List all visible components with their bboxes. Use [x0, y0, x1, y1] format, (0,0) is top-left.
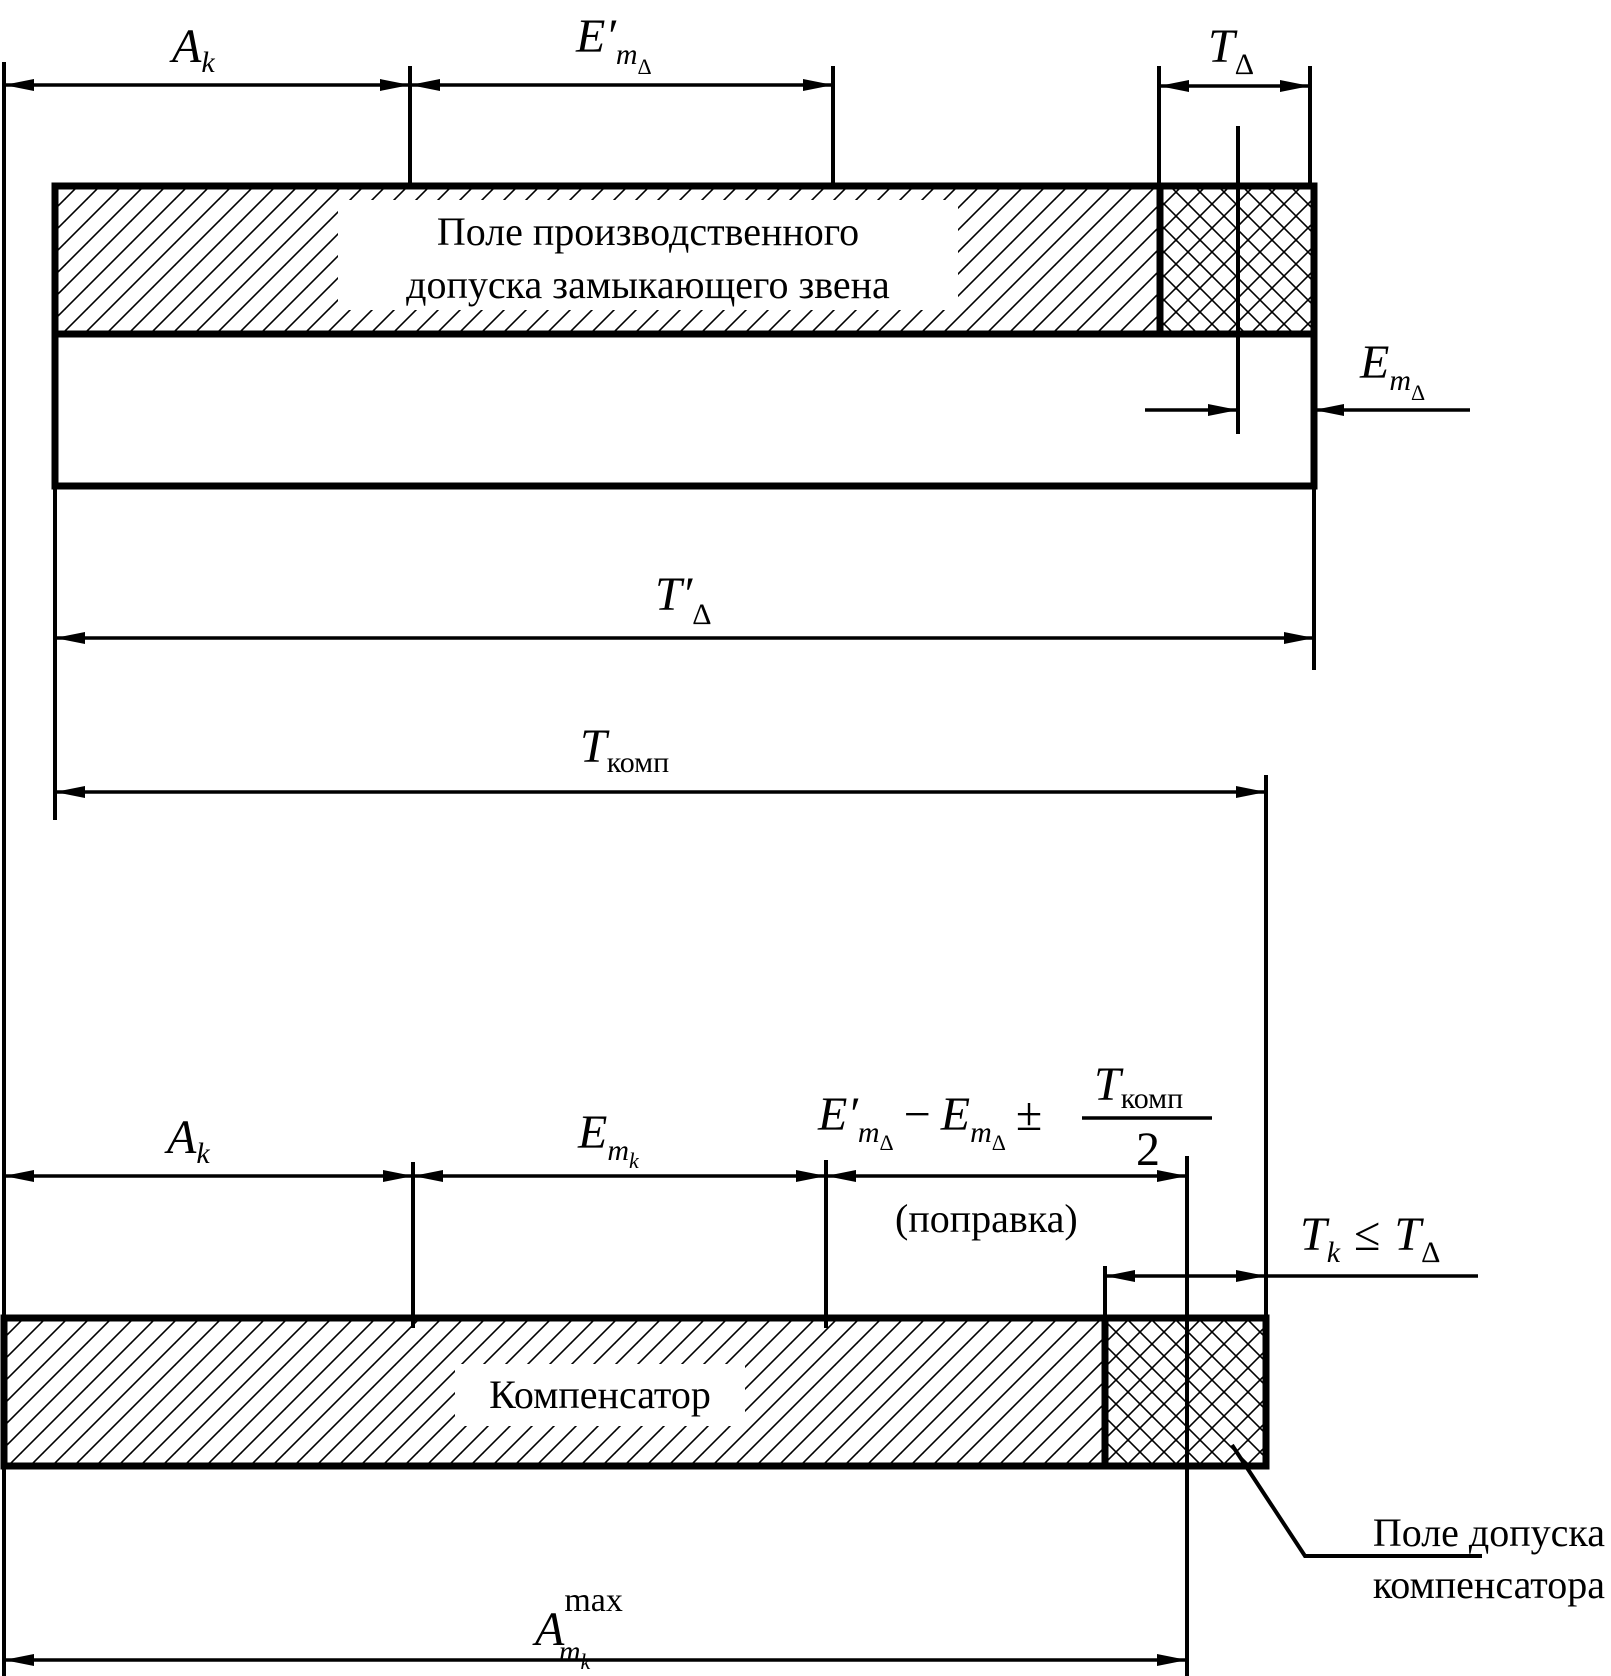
label-em-delta: EmΔ [1359, 336, 1425, 405]
closing-link-bar [51, 330, 1318, 490]
production-tolerance-bar [51, 182, 1318, 338]
label-correction-formula: E′mΔ−EmΔ± [817, 1088, 1042, 1155]
compensator-bar [0, 1314, 1270, 1470]
label-correction-frac-num: Tкомп [1094, 1058, 1183, 1115]
label-correction-frac-den: 2 [1136, 1123, 1160, 1176]
production-field-line1: Поле производственного [437, 209, 859, 254]
production-field-line2: допуска замыкающего звена [406, 262, 890, 307]
comp-tolerance-line2: компенсатора [1373, 1562, 1605, 1607]
label-em-delta-prime: E′mΔ [575, 10, 652, 79]
label-t-komp: Tкомп [580, 720, 669, 779]
dimension-labels: Ak E′mΔ TΔ EmΔ T′Δ Tкомп Ak Emk E′mΔ−EmΔ… [164, 10, 1440, 1674]
comp-tolerance-leader [1230, 1443, 1482, 1558]
production-field-text-bg [338, 200, 958, 310]
compensator-label: Компенсатор [489, 1372, 711, 1417]
label-em-k: Emk [577, 1106, 640, 1173]
label-ak-bottom: Ak [164, 1111, 210, 1170]
label-t-delta: TΔ [1208, 20, 1254, 81]
label-t-delta-prime: T′Δ [655, 568, 712, 631]
label-correction-note: (поправка) [895, 1196, 1078, 1241]
label-ak-top: Ak [169, 20, 215, 79]
dimension-lines [4, 79, 1478, 1666]
comp-tolerance-line1: Поле допуска [1373, 1510, 1605, 1555]
compensator-outline [0, 1314, 1270, 1470]
descriptive-text: Поле производственного допуска замыкающе… [406, 209, 1605, 1607]
compensator-text-bg [455, 1364, 745, 1426]
label-tk-le-tdelta: Tk≤TΔ [1300, 1208, 1440, 1269]
